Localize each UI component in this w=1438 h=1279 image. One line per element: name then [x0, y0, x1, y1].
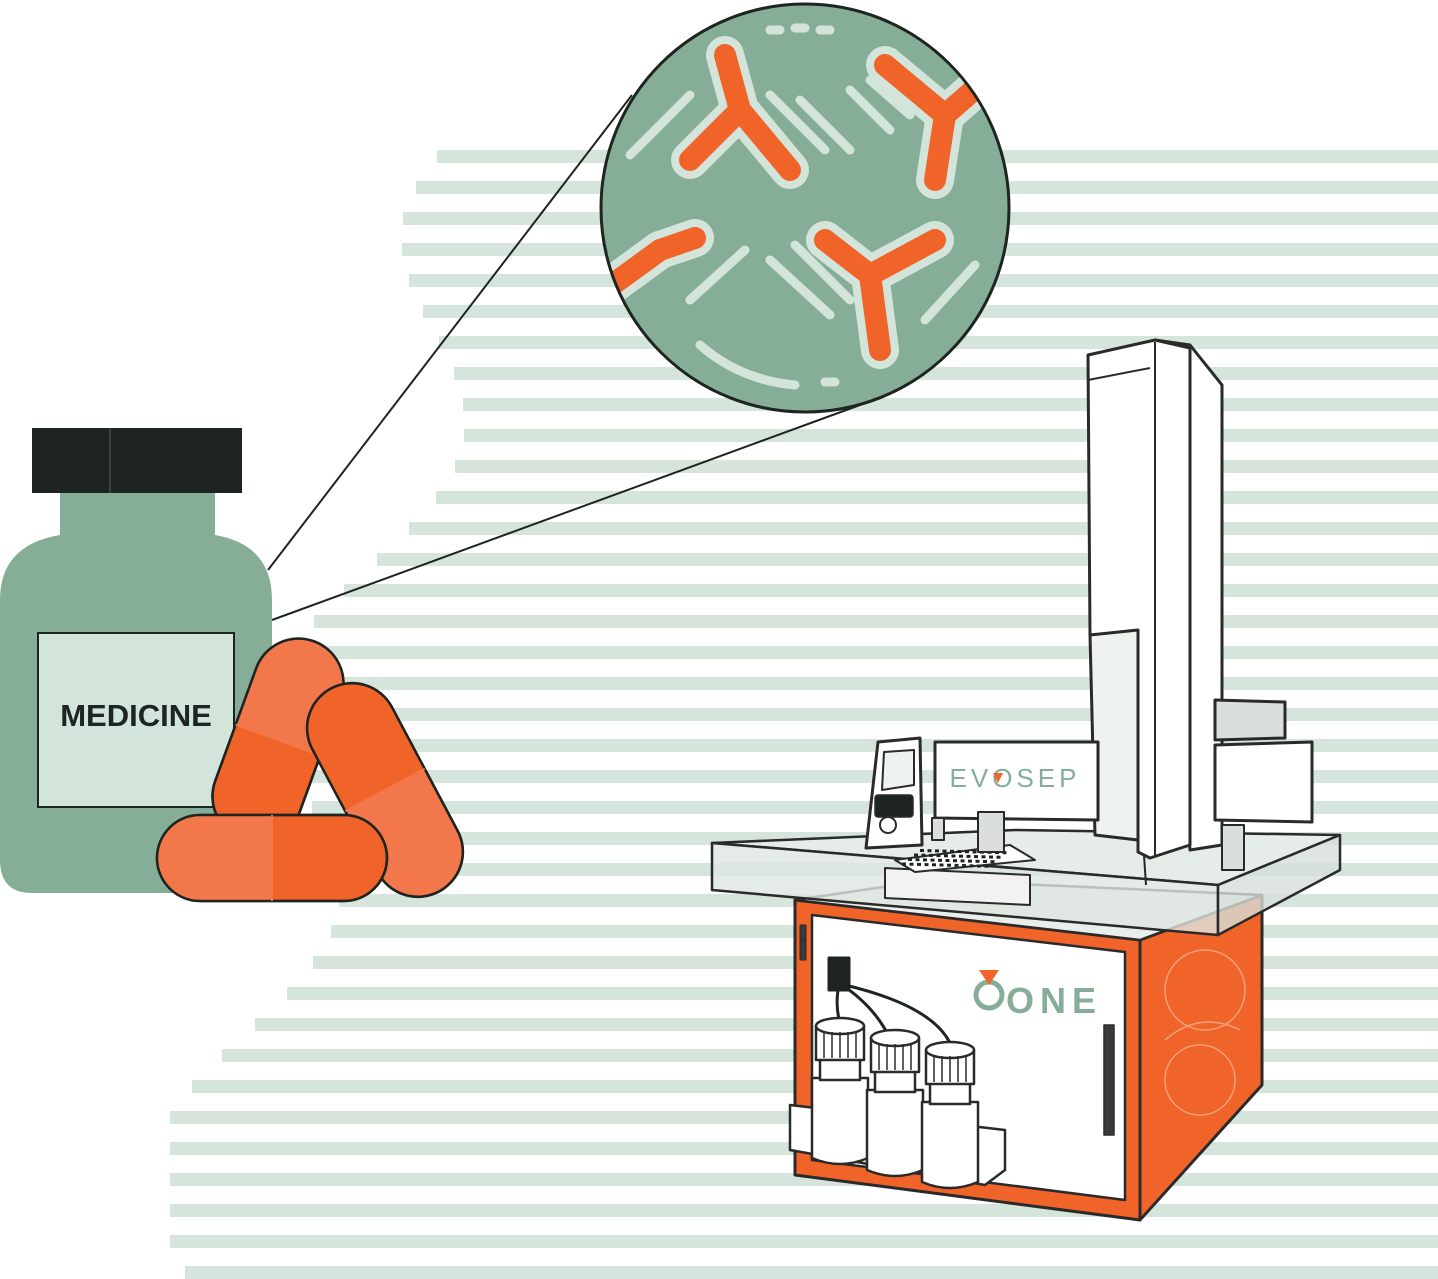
plate-well — [938, 858, 942, 862]
sample-plate — [884, 867, 1031, 906]
model-text: ONE — [1006, 980, 1102, 1021]
bottle-label-text: MEDICINE — [60, 698, 212, 733]
stripe — [170, 1235, 1438, 1248]
zoom-connector-lines — [267, 94, 861, 621]
stripe — [455, 460, 1438, 473]
bottle-cap — [32, 428, 242, 493]
capsules — [155, 637, 465, 903]
plate-well — [944, 854, 948, 858]
plate-well — [920, 849, 924, 852]
stripe — [170, 1204, 1438, 1217]
stripe — [463, 398, 1438, 411]
solvent-bottle-icon — [920, 1040, 980, 1190]
capsule-icon — [155, 813, 389, 903]
plate-well — [996, 855, 1001, 859]
medicine-bottle-icon: MEDICINE — [0, 428, 272, 893]
stripe — [185, 1266, 1438, 1279]
lc-instrument-icon: ONE EVOSEP — [710, 338, 1342, 1222]
plate-well — [975, 859, 980, 863]
plate-well — [935, 849, 939, 853]
plate-well — [966, 854, 971, 858]
plate-well — [939, 863, 944, 867]
plate-well — [981, 855, 986, 859]
solvent-bottle-icon — [865, 1028, 925, 1178]
plate-well — [962, 864, 966, 868]
antibody-icon — [601, 227, 706, 296]
plate-well — [974, 855, 978, 859]
plate-well — [947, 863, 951, 867]
plate-well — [965, 850, 969, 854]
plate-well — [909, 862, 914, 866]
stripe — [409, 522, 1438, 535]
stripe — [314, 615, 1438, 628]
magnifier-lens-icon — [599, 2, 1011, 414]
plate-well — [977, 864, 981, 868]
plate-well — [915, 858, 920, 862]
plate-well — [954, 863, 959, 867]
brand-text: EVOSEP — [950, 763, 1081, 793]
plate-well — [917, 862, 921, 866]
plate-well — [960, 859, 965, 863]
plate-well — [959, 854, 963, 858]
stripe — [292, 646, 1438, 659]
model-logo: ONE — [973, 970, 1102, 1021]
plate-well — [984, 864, 989, 868]
capsule-icon — [305, 681, 465, 899]
plate-well — [968, 859, 972, 863]
bottle-label — [37, 632, 235, 808]
antibody-icon — [679, 44, 801, 181]
plate-well — [902, 862, 906, 866]
plate-well — [930, 858, 935, 862]
solvent-bottles — [810, 1016, 980, 1190]
deck-side — [1216, 833, 1342, 937]
plate-well — [942, 849, 947, 853]
plate-well — [990, 860, 995, 864]
antibody-icon — [814, 229, 946, 361]
solvent-bottle-icon — [810, 1016, 870, 1166]
plate-well — [950, 849, 954, 853]
plate-well — [989, 855, 993, 859]
gantry-arm — [933, 740, 1100, 822]
stripe — [344, 584, 1438, 597]
plate-well — [923, 858, 927, 862]
stripe — [279, 677, 1438, 690]
plate-well — [921, 853, 926, 857]
plate-well — [945, 859, 950, 862]
plate-well — [908, 858, 912, 861]
stripe — [464, 429, 1438, 442]
plate-well — [957, 850, 962, 853]
plate-well — [914, 853, 918, 857]
plate-well — [969, 864, 974, 868]
plate-well — [972, 850, 977, 854]
plate-well — [927, 849, 932, 853]
plate-well — [983, 860, 987, 863]
stripe — [436, 491, 1438, 504]
plate-well — [936, 854, 941, 858]
plate-well — [951, 854, 956, 858]
plate-well — [924, 863, 929, 867]
cabinet-side — [1138, 893, 1264, 1222]
plate-well — [932, 863, 936, 867]
plate-well — [929, 853, 933, 857]
stripe — [454, 367, 1438, 380]
stripe — [377, 553, 1438, 566]
plate-well — [953, 859, 957, 863]
